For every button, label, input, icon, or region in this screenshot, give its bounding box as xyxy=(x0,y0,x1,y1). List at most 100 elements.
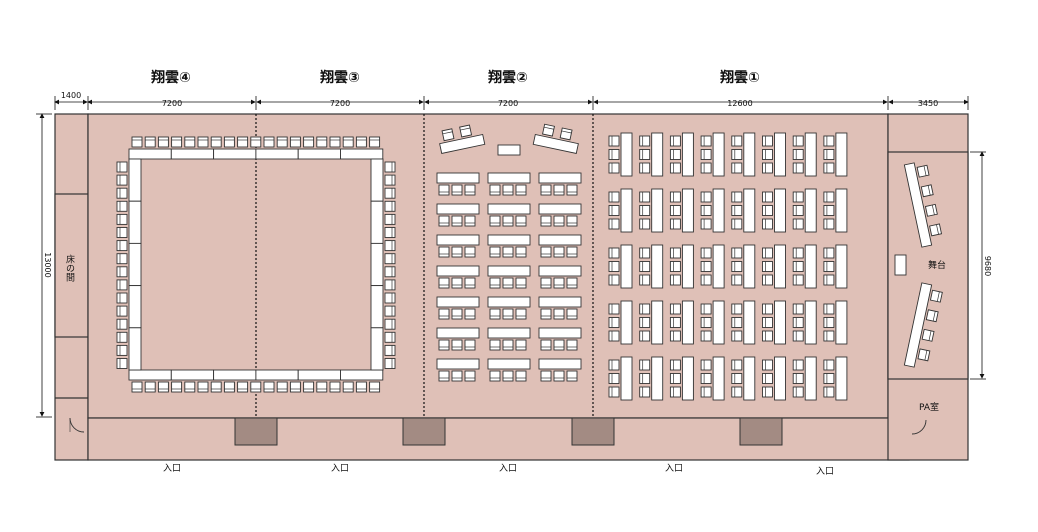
chair xyxy=(823,359,835,371)
chair xyxy=(157,381,169,393)
chair xyxy=(731,274,743,286)
chair-seat xyxy=(639,359,651,371)
table xyxy=(651,188,664,233)
chair xyxy=(700,191,712,203)
chair-seat xyxy=(916,164,930,178)
chair xyxy=(762,386,773,398)
chair xyxy=(566,246,578,258)
chair xyxy=(792,274,804,286)
table xyxy=(538,265,582,277)
chair xyxy=(700,373,712,384)
chair xyxy=(144,381,156,393)
chair xyxy=(289,381,301,393)
entrance-door-1[interactable] xyxy=(234,417,278,446)
chair-seat xyxy=(144,381,156,393)
chair-seat xyxy=(559,127,573,141)
chair xyxy=(792,330,804,342)
chair-seat xyxy=(171,136,183,148)
chair xyxy=(223,381,235,393)
chair xyxy=(515,370,527,382)
chair xyxy=(669,317,681,328)
chair xyxy=(502,370,514,382)
chair xyxy=(237,136,249,148)
chair xyxy=(116,240,128,252)
table xyxy=(538,296,582,308)
chair-seat xyxy=(566,277,578,289)
chair xyxy=(276,136,288,148)
chair-seat xyxy=(237,381,249,393)
dim-right-strip: 3450 xyxy=(918,99,938,108)
chair-seat xyxy=(384,227,396,238)
chair-seat xyxy=(489,370,501,382)
chair xyxy=(464,370,476,382)
chair-seat xyxy=(553,370,565,382)
chair xyxy=(608,317,620,328)
chair xyxy=(669,149,681,160)
chair-seat xyxy=(731,162,743,174)
chair xyxy=(669,135,681,147)
chair xyxy=(464,215,476,227)
chair-seat xyxy=(384,240,396,252)
chair xyxy=(639,303,651,315)
table xyxy=(340,369,384,381)
chair xyxy=(921,328,935,342)
chair-seat xyxy=(608,274,620,286)
chair-seat xyxy=(515,277,527,289)
chair xyxy=(553,277,565,289)
table xyxy=(835,244,848,289)
chair-seat xyxy=(924,203,938,217)
chair xyxy=(762,162,773,174)
table xyxy=(681,132,694,177)
chair-seat xyxy=(731,386,743,398)
chair-seat xyxy=(384,292,396,304)
chair-back xyxy=(924,350,928,361)
chair-seat xyxy=(144,136,156,148)
chair xyxy=(608,373,620,384)
chair-seat xyxy=(639,149,651,160)
chair xyxy=(464,308,476,320)
chair xyxy=(489,339,501,351)
chair-seat xyxy=(639,373,651,384)
chair-seat xyxy=(731,261,743,272)
chair-seat xyxy=(925,309,939,323)
chair-seat xyxy=(116,266,128,278)
table xyxy=(538,203,582,215)
chair xyxy=(700,274,712,286)
table xyxy=(903,282,933,368)
chair xyxy=(384,174,396,186)
chair xyxy=(792,162,804,174)
chair-seat xyxy=(502,339,514,351)
table xyxy=(128,285,142,329)
chair-seat xyxy=(639,386,651,398)
chair-seat xyxy=(823,135,835,147)
chair-seat xyxy=(792,135,804,147)
chair-back xyxy=(932,311,936,322)
table xyxy=(436,172,480,184)
entrance-door-2[interactable] xyxy=(402,417,446,446)
stage-table-top xyxy=(903,162,943,248)
chair-seat xyxy=(608,373,620,384)
table xyxy=(370,200,384,244)
chair-seat xyxy=(464,246,476,258)
table xyxy=(370,242,384,287)
chair xyxy=(540,184,552,196)
chair-seat xyxy=(553,215,565,227)
table xyxy=(538,234,582,246)
chair-seat xyxy=(131,136,143,148)
chair xyxy=(731,162,743,174)
head-table-left xyxy=(439,124,486,154)
chair xyxy=(731,261,743,272)
entrance-door-3[interactable] xyxy=(571,417,615,446)
table xyxy=(681,244,694,289)
entrance-door-4[interactable] xyxy=(739,417,783,446)
chair-seat xyxy=(276,381,288,393)
chair xyxy=(792,205,804,216)
table xyxy=(903,162,933,248)
chair-seat xyxy=(438,184,450,196)
chair-seat xyxy=(540,246,552,258)
chair xyxy=(553,308,565,320)
chair xyxy=(608,303,620,315)
chair xyxy=(384,358,396,369)
table xyxy=(620,300,633,345)
head-table-right xyxy=(532,123,579,154)
